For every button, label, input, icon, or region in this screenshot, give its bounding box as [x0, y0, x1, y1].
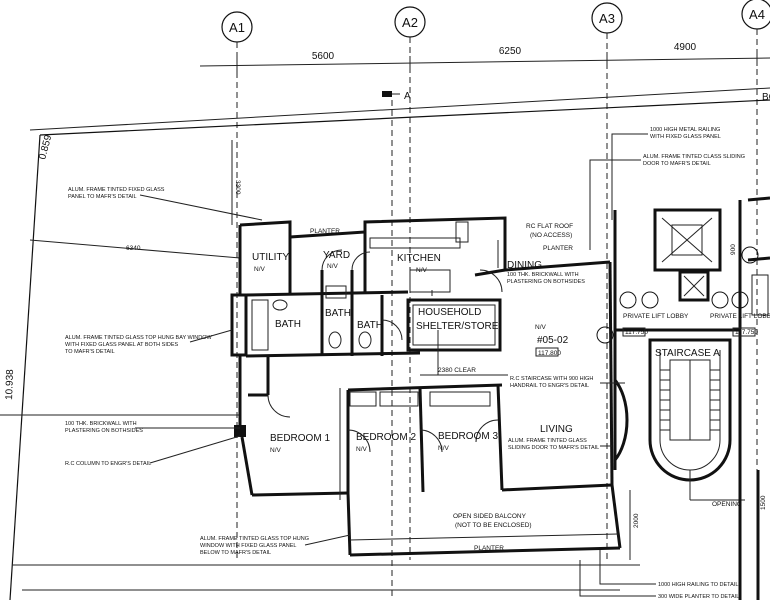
note-2-line-3: TO MAFR'S DETAIL — [65, 349, 115, 355]
room-bath-2: BATH — [325, 308, 351, 319]
unit-walls — [230, 216, 622, 557]
lift-core: PRIVATE LIFT LOBBY PRIVATE LIFT LOBBY 11… — [596, 200, 770, 470]
annotations: ALUM. FRAME TINTED FIXED GLASS PANEL TO … — [65, 127, 745, 600]
note-11-line-1: 1000 HIGH RAILING TO DETAIL — [658, 582, 738, 588]
note-3-line-1: 100 THK. BRICKWALL WITH — [65, 421, 137, 427]
room-kitchen: KITCHEN — [397, 253, 441, 264]
room-shelter: SHELTER/STORE — [416, 321, 499, 332]
room-unit-nv: N/V — [535, 324, 547, 331]
planter-roof: PLANTER — [543, 245, 573, 252]
room-bedroom-2: BEDROOM 2 — [356, 432, 416, 443]
note-12-line-1: 300 WIDE PLANTER TO DETAIL — [658, 594, 739, 600]
dim-a3-a4: 4900 — [674, 42, 697, 53]
room-utility: UTILITY — [252, 252, 290, 263]
dim-balcony: 2000 — [633, 513, 640, 528]
note-5-line-1: ALUM. FRAME TINTED GLASS TOP HUNG — [200, 536, 309, 542]
note-10-line-2: SLIDING DOOR TO MAFR'S DETAIL — [508, 445, 599, 451]
lift-lobby-level-left: 117.750 — [625, 329, 648, 336]
room-household: HOUSEHOLD — [418, 307, 481, 318]
section-marker: A — [382, 91, 411, 600]
dim-right-1: 1500 — [760, 495, 767, 510]
dim-clear: 2380 CLEAR — [438, 367, 476, 374]
note-2-line-2: WITH FIXED GLASS PANEL AT BOTH SIDES — [65, 342, 179, 348]
note-4-line-1: R.C COLUMN TO ENGR'S DETAIL — [65, 461, 151, 467]
household-shelter — [406, 298, 502, 375]
dim-a2-a3: 6250 — [499, 46, 522, 57]
grid-label-a3: A3 — [599, 11, 615, 26]
note-2-line-1: ALUM. FRAME TINTED GLASS TOP HUNG BAY WI… — [65, 335, 212, 341]
room-unit-number: #05-02 — [537, 335, 569, 346]
room-yard: YARD — [323, 250, 350, 261]
note-5-line-2: WINDOW WITH FIXED GLASS PANEL — [200, 543, 296, 549]
note-9-line-1: R.C STAIRCASE WITH 900 HIGH — [510, 376, 593, 382]
grid-label-a2: A2 — [402, 15, 418, 30]
lift-lobby-right: PRIVATE LIFT LOBBY — [710, 313, 770, 320]
kitchen-fixtures — [369, 221, 499, 293]
note-7-line-1: ALUM. FRAME TINTED CLASS SLIDING — [643, 154, 745, 160]
note-6-line-2: WITH FIXED GLASS PANEL — [650, 134, 721, 140]
note-1-line-2: PANEL TO MAFR'S DETAIL — [68, 194, 137, 200]
room-bedroom-3: BEDROOM 3 — [438, 431, 498, 442]
rc-roof-1: RC FLAT ROOF — [526, 223, 573, 230]
note-1-line-1: ALUM. FRAME TINTED FIXED GLASS — [68, 187, 165, 193]
room-living: LIVING — [540, 424, 573, 435]
room-unit-level: 117.800 — [538, 350, 561, 357]
balcony-1: OPEN SIDED BALCONY — [453, 513, 527, 520]
note-8-line-1: 100 THK. BRICKWALL WITH — [507, 272, 579, 278]
grid-label-a4: A4 — [749, 7, 765, 22]
dim-a1-a2: 5600 — [312, 51, 335, 62]
rc-roof-2: (NO ACCESS) — [530, 232, 572, 239]
note-8-line-2: PLASTERING ON BOTHSIDES — [507, 279, 585, 285]
note-9-line-2: HANDRAIL TO ENGR'S DETAIL — [510, 383, 589, 389]
site-boundary — [0, 87, 770, 600]
balcony-2: (NOT TO BE ENCLOSED) — [455, 522, 532, 529]
staircase: STAIRCASE A OPENING — [613, 338, 760, 600]
note-6-line-1: 1000 HIGH METAL RAILING — [650, 127, 720, 133]
dim-right-2: 900 — [730, 244, 737, 255]
room-bedroom-3-nv: N/V — [438, 445, 450, 452]
dim-side-4: 10.938 — [4, 369, 16, 400]
note-3-line-2: PLASTERING ON BOTHSIDES — [65, 428, 143, 434]
staircase-label: STAIRCASE A — [655, 348, 720, 359]
grid-label-a1: A1 — [229, 20, 245, 35]
grid-axes: A1 A2 A3 A4 5600 6250 4900 BC — [199, 0, 770, 560]
room-bath-1: BATH — [275, 319, 301, 330]
room-kitchen-nv: N/V — [416, 267, 428, 274]
lift-lobby-left: PRIVATE LIFT LOBBY — [623, 313, 689, 320]
bath-fixtures — [251, 285, 372, 351]
planter-bottom: PLANTER — [474, 545, 504, 552]
room-bedroom-2-nv: N/V — [356, 446, 368, 453]
room-bath-3: BATH — [357, 320, 383, 331]
room-labels: UTILITY N/V YARD N/V KITCHEN N/V DINING … — [252, 223, 573, 552]
room-utility-nv: N/V — [254, 266, 266, 273]
room-bedroom-1: BEDROOM 1 — [270, 433, 330, 444]
side-dimensions: 0.859 3300 6340 10.938 2380 CLEAR 2000 1… — [4, 133, 767, 560]
dim-side-2: 3300 — [234, 180, 241, 195]
opening-label: OPENING — [712, 501, 742, 508]
section-marker-label: A — [404, 91, 411, 102]
room-yard-nv: N/V — [327, 263, 339, 270]
room-bedroom-1-nv: N/V — [270, 447, 282, 454]
planter-top: PLANTER — [310, 228, 340, 235]
partial-label-bc: BC — [762, 92, 770, 103]
door-swings — [267, 249, 503, 453]
wardrobes — [349, 391, 491, 407]
note-5-line-3: BELOW TO MAFR'S DETAIL — [200, 550, 271, 556]
adjacent-unit — [747, 196, 770, 316]
note-10-line-1: ALUM. FRAME TINTED GLASS — [508, 438, 587, 444]
room-dining: DINING — [507, 260, 542, 271]
note-7-line-2: DOOR TO MAFR'S DETAIL — [643, 161, 711, 167]
lift-lobby-level-right: 117.750 — [735, 329, 758, 336]
